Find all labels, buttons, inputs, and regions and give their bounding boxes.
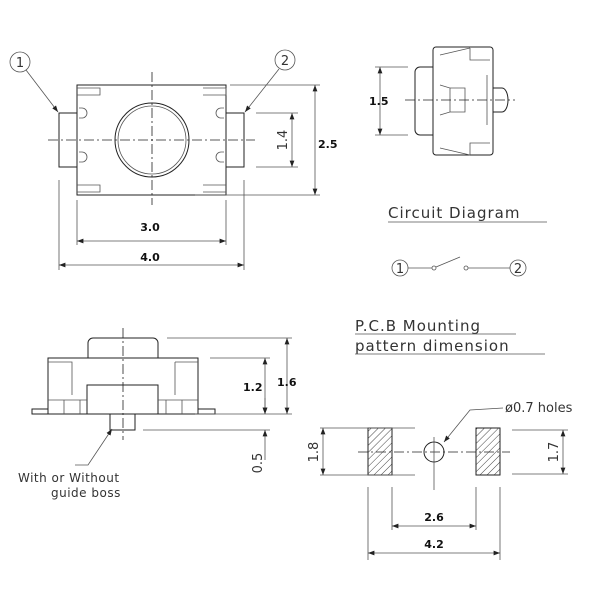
dim-height: 2.5 [318, 138, 338, 151]
dim-boss: 0.5 [251, 453, 266, 474]
pad-1 [367, 427, 393, 476]
side-view: 1.6 1.2 0.5 With or Without guide boss [18, 328, 297, 500]
pin-1-label: 1 [16, 56, 24, 71]
dim-outer-span: 4.2 [424, 538, 444, 551]
terminal-2 [225, 112, 245, 168]
pcb-title-2: pattern dimension [355, 337, 510, 355]
circuit-diagram-title: Circuit Diagram [388, 204, 520, 222]
circuit-pin-1: 1 [396, 262, 404, 277]
dim-body-length: 3.0 [140, 221, 160, 234]
switch-symbol [435, 256, 461, 268]
pcb-title-1: P.C.B Mounting [355, 317, 481, 335]
guide-boss [109, 413, 136, 431]
actuator-inner [117, 105, 187, 175]
right-view: 1.5 [369, 46, 515, 156]
pin-1-callout [9, 51, 31, 73]
pcb-pattern: P.C.B Mounting pattern dimension ø0.7 ho… [307, 317, 573, 560]
dim-pad-height-right: 1.7 [547, 442, 562, 463]
dim-inner-span: 2.6 [424, 511, 444, 524]
terminal-1 [58, 112, 78, 168]
guide-boss-note-2: guide boss [51, 486, 121, 500]
pin-2-callout [274, 49, 296, 71]
dim-terminal-width: 1.4 [276, 130, 291, 151]
hole-label: ø0.7 holes [505, 401, 573, 416]
dim-button-width: 1.5 [369, 95, 389, 108]
top-view: 1 2 1.4 2.5 3.0 4.0 [9, 49, 338, 270]
guide-boss-note-1: With or Without [18, 471, 120, 485]
dim-total-length: 4.0 [140, 251, 160, 264]
circuit-pin-2: 2 [514, 262, 522, 277]
dim-body-height: 1.2 [243, 381, 263, 394]
pad-2 [475, 427, 501, 476]
dim-total-height: 1.6 [277, 376, 297, 389]
circuit-diagram: Circuit Diagram 1 2 [388, 204, 547, 277]
pin-2-label: 2 [281, 54, 289, 69]
dim-pad-height-left: 1.8 [307, 442, 322, 463]
